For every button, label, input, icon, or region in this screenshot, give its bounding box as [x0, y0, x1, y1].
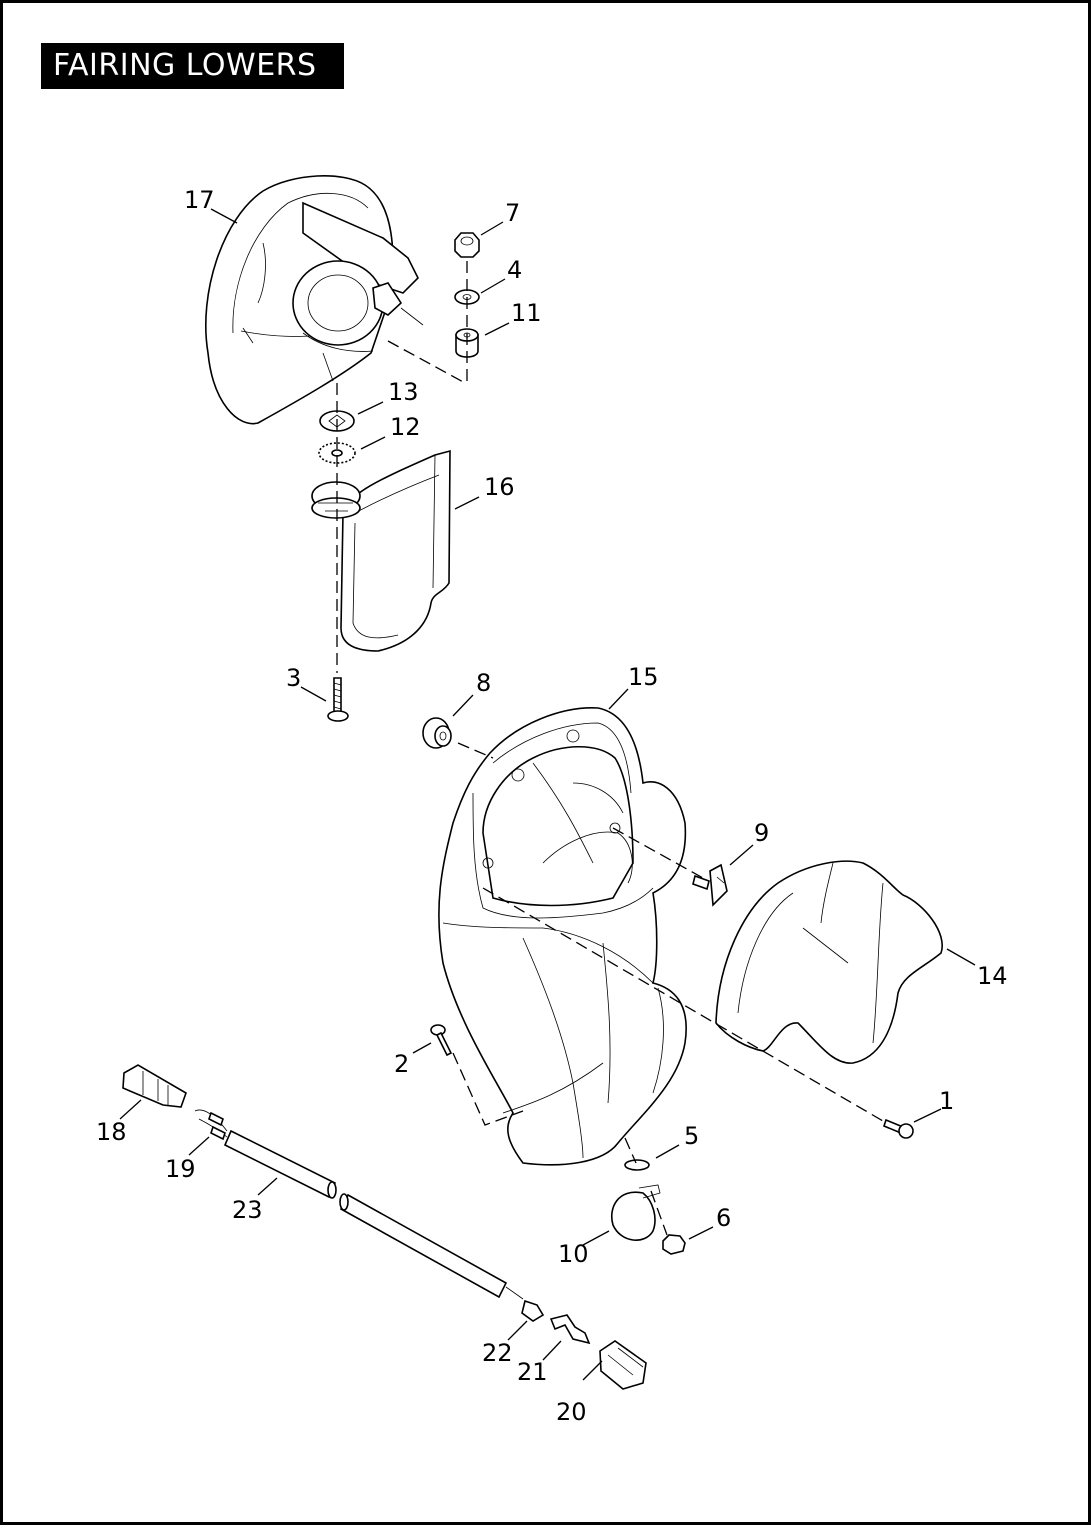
callout-12: 12 — [390, 413, 421, 441]
callout-7: 7 — [505, 199, 520, 227]
assembly-centerlines — [336, 261, 884, 1236]
part-23-conduit — [223, 1129, 524, 1300]
callout-20: 20 — [556, 1398, 587, 1426]
part-15-fairing-lower — [438, 707, 687, 1166]
callout-labels: 1 2 3 4 5 6 7 8 9 10 11 12 13 14 15 16 1… — [96, 186, 1008, 1426]
callout-13: 13 — [388, 378, 419, 406]
callout-4: 4 — [507, 256, 522, 284]
callout-2: 2 — [394, 1050, 409, 1078]
part-3-screw — [327, 677, 349, 722]
part-17-glove-box — [204, 175, 424, 425]
callout-22: 22 — [482, 1339, 513, 1367]
exploded-parts-diagram: 1 2 3 4 5 6 7 8 9 10 11 12 13 14 15 16 1… — [96, 175, 1008, 1426]
callout-21: 21 — [517, 1358, 548, 1386]
callout-11: 11 — [511, 299, 542, 327]
part-20-connector-housing — [599, 1340, 647, 1390]
part-8-grommet — [422, 717, 452, 749]
part-19-terminals — [194, 1109, 228, 1141]
callout-17: 17 — [184, 186, 215, 214]
callout-19: 19 — [165, 1155, 196, 1183]
part-10-clamp — [611, 1184, 661, 1241]
part-16-lower-trim — [311, 449, 451, 652]
callout-3: 3 — [286, 664, 301, 692]
callout-23: 23 — [232, 1196, 263, 1224]
diagram-title: FAIRING LOWERS — [41, 43, 344, 89]
callout-10: 10 — [558, 1240, 589, 1268]
callout-9: 9 — [754, 819, 769, 847]
part-5-washer — [624, 1159, 650, 1171]
part-12-lock-washer — [318, 442, 356, 464]
part-6-nut — [662, 1234, 686, 1255]
part-22-seal — [521, 1299, 545, 1322]
callout-5: 5 — [684, 1122, 699, 1150]
part-21-terminal — [549, 1314, 591, 1345]
callout-15: 15 — [628, 663, 659, 691]
callout-leaders — [119, 208, 976, 1381]
callout-6: 6 — [716, 1204, 731, 1232]
callout-14: 14 — [977, 962, 1008, 990]
part-9-clip-nut — [692, 863, 728, 907]
callout-16: 16 — [484, 473, 515, 501]
part-1-screw — [883, 1118, 914, 1139]
callout-1: 1 — [939, 1087, 954, 1115]
part-18-connector — [122, 1064, 187, 1108]
part-7-nut — [454, 232, 480, 258]
part-2-screw — [430, 1024, 453, 1057]
callout-8: 8 — [476, 669, 491, 697]
part-14-lower-cap — [715, 860, 943, 1064]
callout-18: 18 — [96, 1118, 127, 1146]
